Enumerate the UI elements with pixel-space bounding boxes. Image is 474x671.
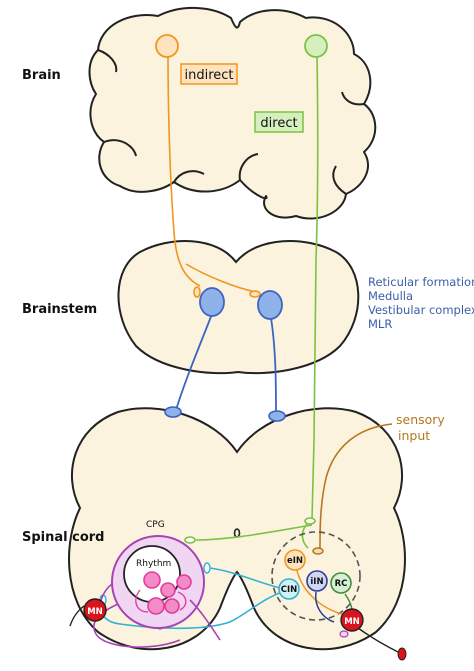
brain-fold xyxy=(332,165,347,195)
rhythm-neuron xyxy=(160,582,176,598)
ein-axon xyxy=(295,565,343,615)
indirect-label-box xyxy=(180,63,238,85)
brain-fold xyxy=(103,139,137,157)
brain-fold xyxy=(341,91,365,106)
cin-label: CIN xyxy=(281,585,298,595)
direct-synapse xyxy=(304,517,316,525)
iin-axon xyxy=(314,591,335,623)
brainstem-structure-label: Vestibular complex xyxy=(368,303,474,317)
brainstem-neuron-right xyxy=(257,290,283,320)
mn-right-label: MN xyxy=(344,617,360,627)
brainstem-axon-right xyxy=(270,317,277,415)
brainstem-structure-label: Medulla xyxy=(368,289,413,303)
brainstem-structure-label: Reticular formation xyxy=(368,275,474,289)
direct-label-box xyxy=(254,111,304,133)
mn-right xyxy=(340,608,364,632)
rhythm-label: Rhythm xyxy=(136,559,171,569)
ein-neuron xyxy=(284,549,306,571)
brain-fold xyxy=(173,170,205,183)
brainstem-outline xyxy=(117,240,360,375)
direct-synapse xyxy=(184,536,196,544)
rhythm-neuron xyxy=(164,598,180,614)
direct-to-cpg-axon xyxy=(195,524,313,541)
indirect-neuron xyxy=(155,34,179,58)
direct-pathway-axon xyxy=(311,55,319,521)
indirect-synapse xyxy=(249,290,261,298)
direct-neuron xyxy=(304,34,328,58)
rc-neuron xyxy=(330,572,352,594)
mn-right-axon xyxy=(357,627,399,653)
region-label-brain: Brain xyxy=(22,68,61,83)
brain-outline xyxy=(88,6,377,220)
direct-label: direct xyxy=(260,116,297,131)
mn-left-axon xyxy=(69,605,85,627)
muscle-terminal xyxy=(397,647,407,661)
cpg-output-axon xyxy=(189,599,221,641)
sensory-input-fiber xyxy=(319,423,393,549)
sensory-label-line2: input xyxy=(398,428,430,443)
brain-fold xyxy=(97,49,118,73)
rhythm-neuron xyxy=(176,574,192,590)
mn-left xyxy=(83,598,107,622)
sensory-synapse xyxy=(312,547,324,555)
mn-left-label: MN xyxy=(87,607,103,617)
cin-synapse xyxy=(203,562,211,574)
region-label-brainstem: Brainstem xyxy=(22,302,97,317)
brainstem-neuron-left xyxy=(199,287,225,317)
region-label-spinal-cord: Spinal cord xyxy=(22,530,105,545)
interneuron-group-outline xyxy=(271,531,361,621)
cin-axon xyxy=(100,589,289,630)
ein-label: eIN xyxy=(287,556,303,566)
rhythm-connection xyxy=(135,589,149,613)
indirect-synapse xyxy=(193,286,201,298)
iin-label: iIN xyxy=(310,577,323,587)
indirect-label: indirect xyxy=(184,68,233,83)
cpg-label: CPG xyxy=(146,520,165,530)
sensory-label-line1: sensory xyxy=(396,412,445,427)
brainstem-terminal-right xyxy=(268,410,286,422)
mn-right-synapse xyxy=(339,630,349,638)
brain-fold xyxy=(238,153,259,181)
brainstem-structure-label: MLR xyxy=(368,317,392,331)
rhythm-connection xyxy=(177,591,187,611)
brainstem-axon-left xyxy=(175,313,213,411)
iin-neuron xyxy=(306,570,328,592)
cin-neuron xyxy=(278,578,300,600)
indirect-pathway-axon xyxy=(167,55,201,287)
indirect-pathway-branch xyxy=(185,263,257,293)
rhythm-neuron xyxy=(143,571,161,589)
rhythm-neuron xyxy=(147,597,165,615)
rc-label: RC xyxy=(335,579,348,589)
brainstem-terminal-left xyxy=(164,406,182,418)
